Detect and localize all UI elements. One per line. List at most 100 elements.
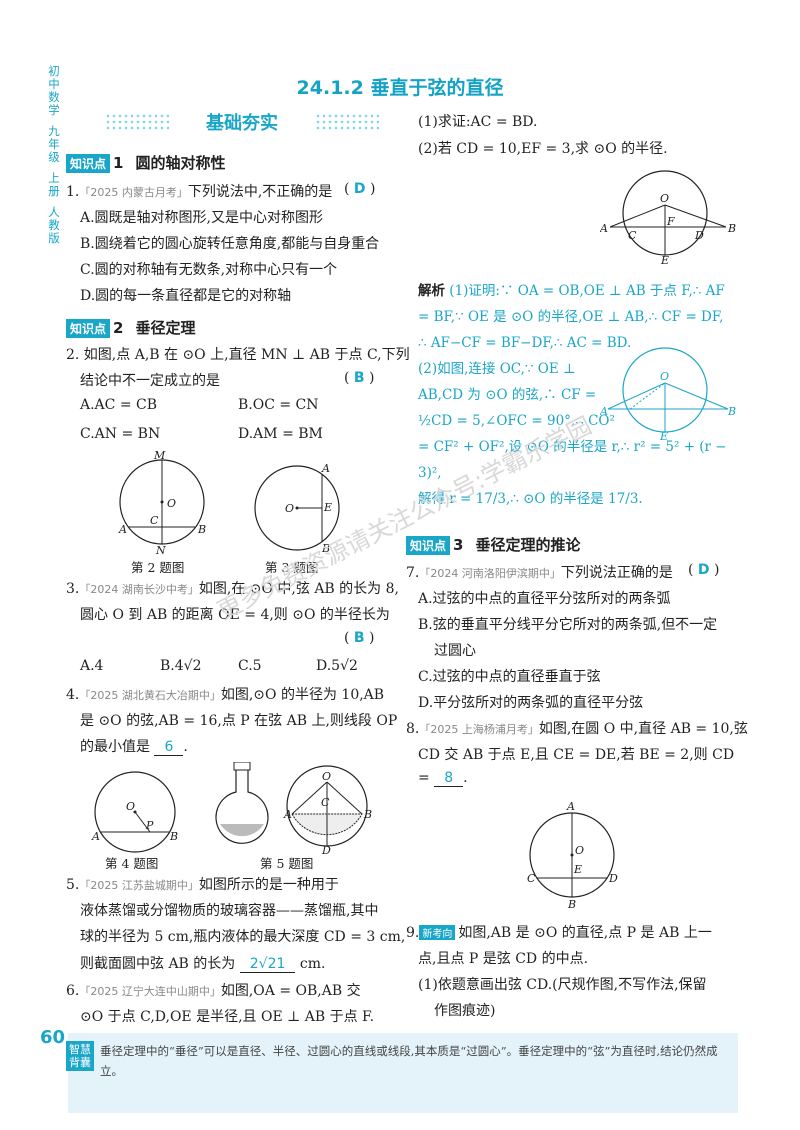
svg-text:B: B	[197, 523, 206, 536]
option-c: C.过弦的中点的直径垂直于弦	[418, 669, 601, 685]
solution-line: (1)证明:∵ OA = OB,OE ⊥ AB 于点 F,∴ AF	[449, 283, 725, 299]
q-source: 「2025 江苏盐城期中」	[79, 879, 199, 892]
svg-text:A: A	[600, 405, 608, 418]
svg-text:E: E	[323, 501, 332, 514]
svg-text:B: B	[727, 405, 736, 418]
q-num: 4.	[66, 687, 80, 703]
q-text: 结论中不一定成立的是	[80, 373, 220, 389]
q-num: 3.	[66, 581, 80, 597]
kp-num: 1	[113, 154, 124, 172]
question-4-line2: 是 ⊙O 的弦,AB = 16,点 P 在弦 AB 上,则线段 OP	[80, 713, 398, 729]
kp-num: 3	[453, 536, 464, 554]
caption-fig5: 第 5 题图	[260, 856, 314, 871]
q-text: 如图,在圆 O 中,直径 AB = 10,弦	[538, 721, 748, 737]
question-8-line3: = 8.	[418, 770, 468, 787]
tip-label: 智慧背囊	[66, 1041, 94, 1071]
q-num: 7.	[406, 565, 420, 581]
solution-line: = CF² + OF²,设 ⊙O 的半径是 r,∴ r² = 5² + (r −…	[418, 439, 727, 481]
option-d: D.5√2	[316, 658, 358, 674]
option-d: D.AM = BM	[238, 426, 323, 442]
question-6-line2: ⊙O 于点 C,D,OE 是半径,且 OE ⊥ AB 于点 F.	[80, 1009, 375, 1025]
svg-text:O: O	[285, 502, 294, 515]
q-source: 「2025 辽宁大连中山期中」	[79, 985, 221, 998]
answer: D	[353, 181, 366, 197]
svg-text:C: C	[527, 872, 536, 885]
question-9-line1: 9.新考向如图,AB 是 ⊙O 的直径,点 P 是 AB 上一	[406, 922, 712, 942]
solution-line: ∴ AF−CF = BF−DF,∴ AC = BD.	[418, 335, 632, 351]
answer: B	[353, 370, 365, 386]
option-b: B.4√2	[160, 658, 202, 674]
q-num: 5.	[66, 877, 80, 893]
q-text: 如图,AB 是 ⊙O 的直径,点 P 是 AB 上一	[458, 925, 712, 941]
solution-line: = BF,∵ OE 是 ⊙O 的半径,OE ⊥ AB,∴ CF = DF,	[418, 309, 724, 325]
svg-text:P: P	[145, 819, 154, 832]
option-a: A.过弦的中点的直径平分弦所对的两条弧	[418, 591, 671, 607]
option-b: B.弦的垂直平分线平分它所对的两条弧,但不一定	[418, 617, 718, 633]
solution-line: (2)如图,连接 OC,∵ OE ⊥	[418, 361, 576, 377]
banner-dots-right	[315, 113, 379, 131]
question-3-line2: 圆心 O 到 AB 的距离 OE = 4,则 ⊙O 的半径长为	[80, 607, 390, 623]
q-num: 9.	[406, 925, 420, 941]
svg-text:A: A	[283, 808, 292, 821]
caption-fig4: 第 4 题图	[105, 856, 159, 871]
solution-label: 解析	[418, 283, 445, 299]
svg-text:O: O	[167, 497, 176, 510]
option-c: C.AN = BN	[80, 426, 161, 442]
option-a: A.AC = CB	[80, 397, 158, 413]
q-text: 则截面圆中弦 AB 的长为	[80, 956, 236, 972]
question-9-line3: (1)依题意画出弦 CD.(尺规作图,不写作法,保留	[418, 977, 707, 993]
svg-text:D: D	[608, 872, 618, 885]
kp-label: 圆的轴对称性	[135, 154, 226, 172]
q-text: 下列说法中,不正确的是	[187, 184, 333, 200]
kp-label: 垂径定理的推论	[475, 536, 581, 554]
svg-text:O: O	[322, 770, 331, 783]
side-label: 初中数学 九年级 上册 人教版	[46, 65, 62, 253]
svg-text:E: E	[659, 430, 668, 440]
svg-text:A: A	[566, 800, 575, 813]
answer: D	[697, 562, 710, 578]
solution: 解析 (1)证明:∵ OA = OB,OE ⊥ AB 于点 F,∴ AF = B…	[418, 278, 733, 512]
svg-text:E: E	[573, 863, 582, 876]
solution-line: 解得 r = 17/3,∴ ⊙O 的半径是 17/3.	[418, 491, 643, 507]
q-source: 「2024 湖南长沙中考」	[79, 583, 199, 596]
q-text: 如图,在 ⊙O 中,弦 AB 的长为 8,	[198, 581, 399, 597]
svg-text:M: M	[153, 450, 166, 462]
q-text: 下列说法正确的是	[560, 565, 673, 581]
svg-text:A: A	[91, 830, 100, 843]
svg-text:O: O	[660, 370, 669, 383]
q-text: 如图所示的是一种用于	[198, 877, 339, 893]
answer-blank: 8	[434, 770, 464, 787]
q-text: =	[418, 770, 430, 786]
question-6-part2: (2)若 CD = 10,EF = 3,求 ⊙O 的半径.	[418, 141, 668, 157]
banner: 基础夯实	[105, 109, 380, 135]
kp-label: 垂径定理	[135, 319, 196, 337]
svg-text:A: A	[321, 462, 330, 475]
tip-box: 垂径定理中的“垂径”可以是直径、半径、过圆心的直线或线段,其本质是“过圆心”。垂…	[68, 1033, 738, 1113]
svg-text:N: N	[155, 544, 166, 555]
answer-blank: 6	[154, 739, 184, 756]
side-subject: 初中数学	[48, 64, 60, 117]
svg-text:C: C	[321, 796, 330, 809]
page-number: 60	[40, 1027, 66, 1048]
svg-text:E: E	[660, 254, 669, 265]
option-b: B.OC = CN	[238, 397, 319, 413]
svg-text:C: C	[628, 229, 637, 242]
banner-text: 基础夯实	[206, 113, 278, 134]
q-text: 如图,OA = OB,AB 交	[220, 983, 361, 999]
svg-text:B: B	[363, 808, 372, 821]
side-edition: 人教版	[48, 205, 60, 245]
question-1: 1.「2025 内蒙古月考」下列说法中,不正确的是 ( D )	[66, 181, 376, 200]
option-b: B.圆绕着它的圆心旋转任意角度,都能与自身重合	[80, 236, 380, 252]
option-b-cont: 过圆心	[434, 643, 476, 659]
q-num: 8.	[406, 721, 420, 737]
svg-text:A: A	[600, 222, 608, 235]
svg-text:B: B	[727, 222, 736, 235]
svg-text:B: B	[169, 830, 178, 843]
